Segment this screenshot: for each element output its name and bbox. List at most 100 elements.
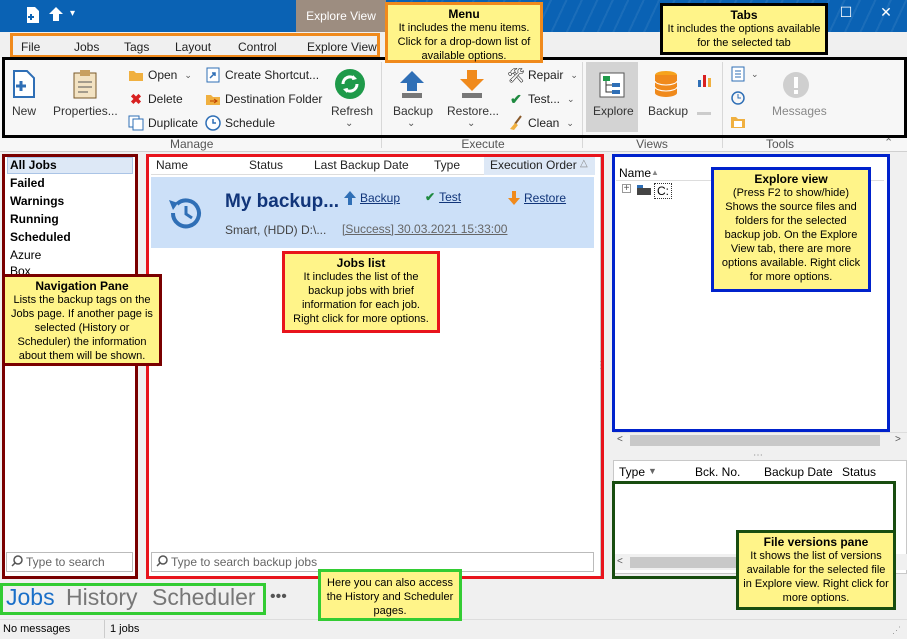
- destination-folder-icon: [205, 91, 221, 107]
- column-last-backup-date[interactable]: Last Backup Date: [314, 158, 409, 172]
- history-icon[interactable]: [730, 90, 746, 109]
- restore-button[interactable]: Restore...: [447, 104, 500, 118]
- refresh-icon[interactable]: [333, 66, 367, 102]
- job-restore-icon: [163, 190, 209, 239]
- job-name[interactable]: My backup...: [225, 191, 340, 212]
- scroll-left-icon[interactable]: <: [617, 556, 623, 567]
- scroll-right-icon[interactable]: >: [895, 434, 901, 445]
- jobs-callout-title: Jobs list: [336, 256, 386, 270]
- column-execution-order[interactable]: Execution Order: [490, 158, 577, 172]
- maximize-icon[interactable]: ☐: [839, 4, 853, 20]
- table-row[interactable]: [151, 177, 594, 248]
- restore-down-arrow-icon[interactable]: [456, 66, 488, 102]
- messages-icon[interactable]: [780, 70, 812, 100]
- tab-jobs[interactable]: Jobs: [74, 40, 100, 54]
- versions-column-bck-no[interactable]: Bck. No.: [695, 465, 741, 479]
- new-button[interactable]: New: [12, 104, 37, 118]
- more-pages-button[interactable]: •••: [270, 588, 287, 605]
- repair-button[interactable]: 🛠 Repair⌄: [507, 67, 578, 83]
- tabs-callout-title: Tabs: [730, 8, 758, 22]
- page-jobs[interactable]: Jobs: [6, 584, 55, 610]
- nav-item-scheduled[interactable]: Scheduled: [10, 230, 71, 244]
- column-type[interactable]: Type: [434, 158, 461, 172]
- delete-button[interactable]: ✖ Delete: [128, 91, 183, 107]
- clean-label: Clean: [528, 116, 560, 130]
- backup-dropdown-icon[interactable]: ⌄: [407, 118, 416, 129]
- restore-dropdown-icon[interactable]: ⌄: [467, 118, 476, 129]
- backup-view-button[interactable]: Backup: [648, 104, 689, 118]
- tools-list-button[interactable]: ⌄: [730, 66, 759, 82]
- pages-callout-text: Here you can also access the History and…: [326, 577, 454, 617]
- tab-tags[interactable]: Tags: [124, 40, 150, 54]
- new-job-icon[interactable]: [10, 66, 38, 102]
- jobs-search-field[interactable]: Type to search backup jobs: [151, 552, 594, 572]
- nav-search-placeholder: Type to search: [26, 555, 105, 569]
- explore-callout-text: (Press F2 to show/hide) Shows the source…: [721, 187, 861, 283]
- refresh-button[interactable]: Refresh: [331, 104, 374, 118]
- explore-scroll-thumb[interactable]: [630, 435, 880, 446]
- versions-column-type[interactable]: Type: [619, 465, 646, 479]
- create-shortcut-button[interactable]: Create Shortcut...: [205, 67, 319, 83]
- messages-button[interactable]: Messages: [772, 104, 827, 118]
- job-backup-link[interactable]: Backup: [343, 190, 400, 206]
- splitter-grip[interactable]: ⋯: [753, 450, 763, 461]
- sort-ascending-icon: △: [580, 158, 588, 169]
- navigation-frame: [2, 154, 138, 579]
- column-status[interactable]: Status: [249, 158, 284, 172]
- log-folder-icon[interactable]: [730, 114, 746, 133]
- nav-item-warnings[interactable]: Warnings: [10, 194, 65, 208]
- properties-button[interactable]: Properties...: [53, 104, 118, 118]
- properties-icon[interactable]: [70, 66, 100, 102]
- tab-explore-view[interactable]: Explore View: [307, 40, 377, 54]
- duplicate-label: Duplicate: [148, 116, 199, 130]
- explore-callout: Explore view (Press F2 to show/hide) Sho…: [711, 167, 871, 292]
- jobs-callout: Jobs list It includes the list of the ba…: [282, 251, 440, 333]
- nav-item-azure[interactable]: Azure: [10, 248, 42, 262]
- versions-column-status[interactable]: Status: [842, 465, 877, 479]
- job-restore-link[interactable]: Restore: [507, 190, 566, 206]
- backup-up-arrow-icon[interactable]: [396, 66, 428, 102]
- column-name[interactable]: Name: [156, 158, 189, 172]
- check-icon: ✔: [510, 90, 522, 107]
- job-test-link[interactable]: ✔ Test: [425, 190, 461, 204]
- explore-tree-icon[interactable]: [598, 70, 626, 100]
- status-messages: No messages: [3, 623, 71, 635]
- tab-file[interactable]: File: [21, 40, 41, 54]
- nav-item-failed[interactable]: Failed: [10, 176, 45, 190]
- new-document-icon[interactable]: [26, 6, 40, 27]
- tab-control[interactable]: Control: [238, 40, 277, 54]
- scroll-left-icon[interactable]: <: [617, 434, 623, 445]
- page-scheduler[interactable]: Scheduler: [152, 584, 256, 610]
- tab-layout[interactable]: Layout: [175, 40, 212, 54]
- database-backup-icon[interactable]: [652, 66, 680, 102]
- up-arrow-icon: [344, 191, 356, 205]
- filter-dropdown-icon[interactable]: ▼: [648, 466, 657, 476]
- clean-button[interactable]: Clean⌄: [508, 115, 574, 131]
- nav-search-field[interactable]: Type to search: [6, 552, 133, 572]
- test-button[interactable]: ✔ Test...⌄: [508, 90, 574, 107]
- versions-column-backup-date[interactable]: Backup Date: [764, 465, 833, 479]
- nav-item-running[interactable]: Running: [10, 212, 59, 226]
- open-button[interactable]: Open⌄: [128, 67, 192, 83]
- page-history[interactable]: History: [66, 584, 138, 610]
- pages-frame: [0, 583, 266, 615]
- job-status[interactable]: [Success] 30.03.2021 15:33:00: [342, 222, 508, 236]
- schedule-button[interactable]: Schedule: [205, 115, 275, 131]
- nav-item-all-jobs[interactable]: All Jobs: [10, 158, 57, 172]
- quick-access-dropdown-icon[interactable]: ▾: [70, 8, 76, 19]
- duplicate-button[interactable]: Duplicate: [128, 115, 198, 131]
- destination-folder-button[interactable]: Destination Folder: [205, 91, 322, 107]
- tabs-frame: [2, 57, 907, 138]
- collapse-ribbon-icon[interactable]: ⌃: [884, 137, 894, 149]
- refresh-dropdown-icon[interactable]: ⌄: [345, 118, 354, 129]
- backup-button[interactable]: Backup: [393, 104, 434, 118]
- close-icon[interactable]: ✕: [880, 4, 892, 20]
- resize-grip-icon[interactable]: ⋰: [892, 625, 901, 635]
- expand-icon[interactable]: +: [622, 183, 631, 194]
- explore-view-button[interactable]: Explore: [593, 104, 634, 118]
- job-test-label: Test: [439, 190, 462, 204]
- chart-view-icon[interactable]: [697, 72, 713, 91]
- explore-column-name[interactable]: Name: [619, 166, 652, 180]
- upload-arrow-icon[interactable]: [48, 6, 64, 27]
- drive-c-label[interactable]: C:: [654, 183, 672, 199]
